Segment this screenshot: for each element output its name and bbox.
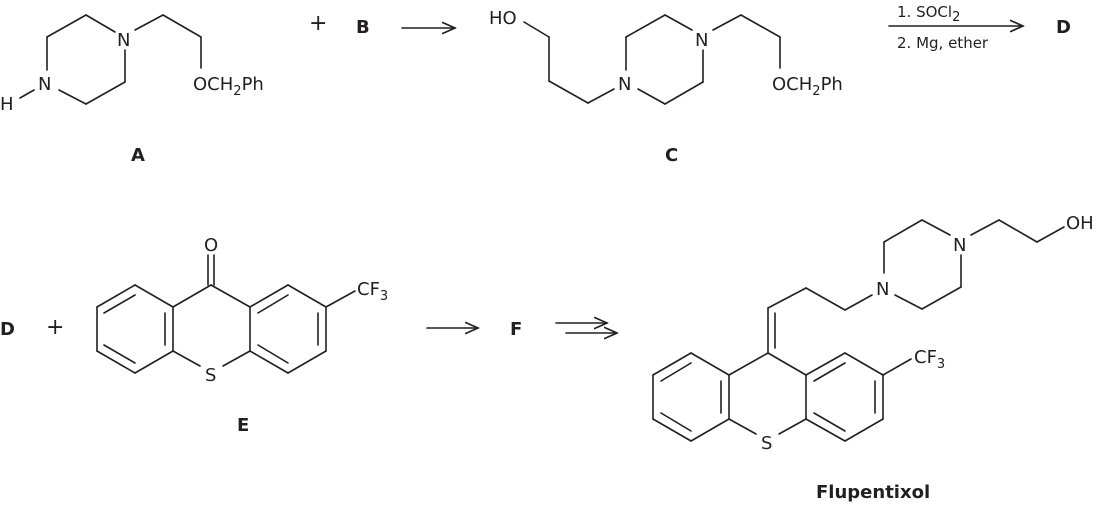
label-d: D: [0, 319, 15, 340]
label-flupentixol: Flupentixol: [816, 482, 930, 503]
hydrogen-atom: H: [0, 94, 14, 115]
nitrogen-atom: N: [38, 74, 51, 95]
compound-a-structure: N N H OCH2Ph: [0, 14, 264, 115]
benzyloxy-group: OCH2Ph: [193, 74, 264, 99]
sulfur-atom: S: [205, 365, 216, 386]
label-e: E: [237, 415, 249, 436]
flupentixol-structure: N N OH S CF3: [652, 213, 1094, 454]
nitrogen-atom: N: [695, 30, 708, 51]
sulfur-atom: S: [761, 433, 772, 454]
nitrogen-atom: N: [117, 30, 130, 51]
label-f: F: [510, 319, 522, 340]
carbonyl-oxygen: O: [204, 235, 218, 256]
trifluoromethyl-group: CF3: [914, 347, 945, 372]
label-c: C: [665, 145, 678, 166]
trifluoromethyl-group: CF3: [357, 279, 388, 304]
nitrogen-atom: N: [876, 279, 889, 300]
hydroxyl-group: OH: [1066, 213, 1094, 234]
reagent-step-1: 1. SOCl2: [897, 3, 960, 25]
hydroxyl-group: HO: [489, 8, 517, 29]
benzyloxy-group: OCH2Ph: [772, 74, 843, 99]
label-b: B: [356, 17, 370, 38]
compound-e-structure: O S CF3: [96, 235, 388, 386]
label-d: D: [1056, 17, 1071, 38]
plus-sign: +: [309, 11, 327, 36]
nitrogen-atom: N: [618, 74, 631, 95]
label-a: A: [131, 145, 145, 166]
compound-c-structure: HO N N OCH2Ph: [489, 8, 843, 105]
reagent-step-2: 2. Mg, ether: [897, 34, 989, 52]
nitrogen-atom: N: [953, 235, 966, 256]
plus-sign: +: [46, 315, 64, 340]
